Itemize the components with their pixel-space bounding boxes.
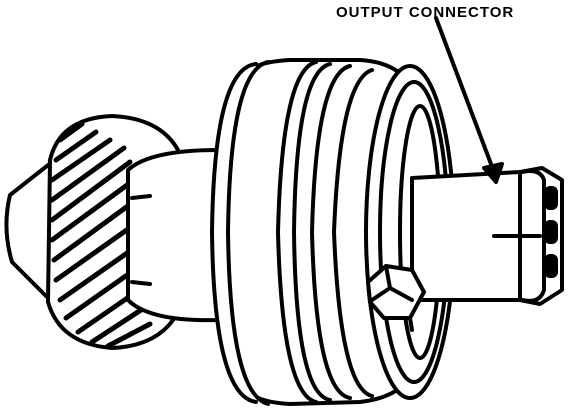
callout-leader xyxy=(434,16,504,184)
hex-bolt xyxy=(366,264,426,332)
output-connector xyxy=(410,166,564,306)
shaft-collar xyxy=(126,148,222,323)
conical-tip xyxy=(4,160,54,302)
output-connector-label: OUTPUT CONNECTOR xyxy=(336,4,515,21)
housing-body xyxy=(210,58,412,406)
